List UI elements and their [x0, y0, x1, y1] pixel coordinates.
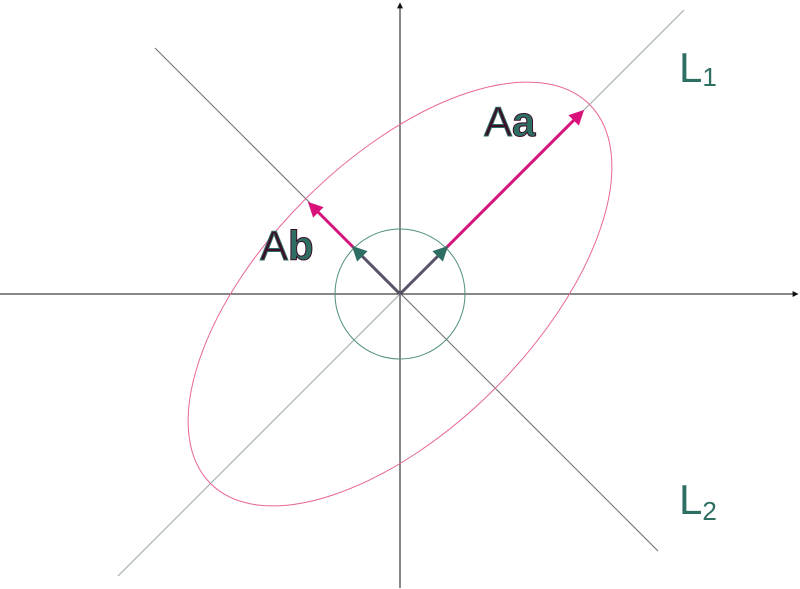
line-l2 [154, 47, 659, 552]
vector-b [351, 245, 402, 296]
vector-a [398, 245, 449, 296]
label-l2: L2 [679, 476, 717, 526]
image-ellipse [187, 81, 613, 507]
vector-aa [438, 109, 585, 256]
label-aa: Aa [484, 98, 536, 145]
label-ab: Ab [260, 222, 314, 269]
label-l1: L1 [679, 44, 717, 92]
vector-ab [307, 201, 359, 253]
unit-circle [334, 228, 466, 360]
